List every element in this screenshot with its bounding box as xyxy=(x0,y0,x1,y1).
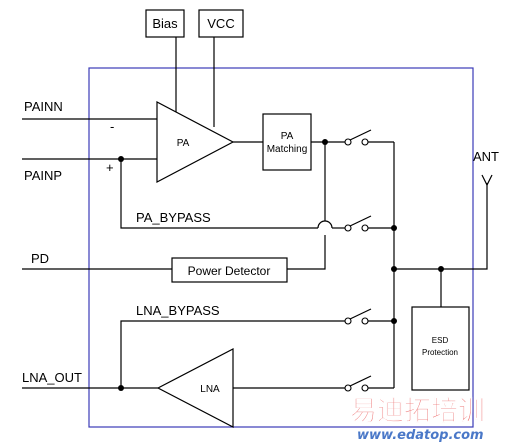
antenna-icon xyxy=(481,174,493,187)
pa-matching-label-2: Matching xyxy=(267,144,308,155)
watermark-url: www.edatop.com xyxy=(357,428,484,443)
lna-amplifier xyxy=(156,348,234,428)
esd-label-2: Protection xyxy=(422,348,458,357)
vcc-box xyxy=(198,9,244,38)
lna-bypass-switch-contact-a xyxy=(344,317,352,325)
minus-sign: - xyxy=(110,119,114,134)
pa-label: PA xyxy=(177,138,190,149)
pa-switch-contact-a xyxy=(344,138,352,146)
detector-feedback-wire xyxy=(287,235,326,270)
painn-label: PAINN xyxy=(24,99,63,114)
power-detector-label: Power Detector xyxy=(188,264,271,278)
esd-label-1: ESD xyxy=(432,336,449,345)
plus-sign: + xyxy=(106,160,114,175)
lna-out-junction xyxy=(118,385,124,391)
lna-label: LNA xyxy=(200,384,220,395)
pa-bypass-label: PA_BYPASS xyxy=(136,210,211,225)
pa-matching-label-1: PA xyxy=(281,131,294,142)
pa-switch-blade xyxy=(349,129,372,141)
pa-bypass-switch-blade xyxy=(349,215,372,227)
bias-label: Bias xyxy=(152,16,178,31)
pa-amplifier xyxy=(156,101,235,183)
bias-box xyxy=(145,9,185,38)
lna-out-label: LNA_OUT xyxy=(22,370,82,385)
lna-switch-contact-a xyxy=(344,384,352,392)
lna-switch-contact-b xyxy=(361,384,369,392)
pa-bypass-loop xyxy=(120,159,318,229)
pa-matching-box xyxy=(262,113,312,171)
esd-protection-box xyxy=(411,306,470,391)
lna-bypass-switch-blade xyxy=(349,308,372,320)
pa-bypass-crossover xyxy=(317,220,333,229)
lna-bypass-switch-contact-b xyxy=(361,317,369,325)
vcc-label: VCC xyxy=(207,16,234,31)
lna-bypass-label: LNA_BYPASS xyxy=(136,303,220,318)
lna-switch-blade xyxy=(349,375,372,387)
pa-switch-contact-b xyxy=(361,138,369,146)
painp-label: PAINP xyxy=(24,168,62,183)
ant-label: ANT xyxy=(473,149,499,164)
power-detector-box xyxy=(171,257,288,283)
pd-label: PD xyxy=(31,251,49,266)
lna-bypass-loop xyxy=(120,320,345,388)
watermark-cn: 易迪拓培训 xyxy=(350,396,485,427)
chip-boundary xyxy=(88,67,474,428)
pa-bypass-switch-contact-b xyxy=(361,224,369,232)
pa-bypass-switch-contact-a xyxy=(344,224,352,232)
ant-wire xyxy=(394,183,488,270)
